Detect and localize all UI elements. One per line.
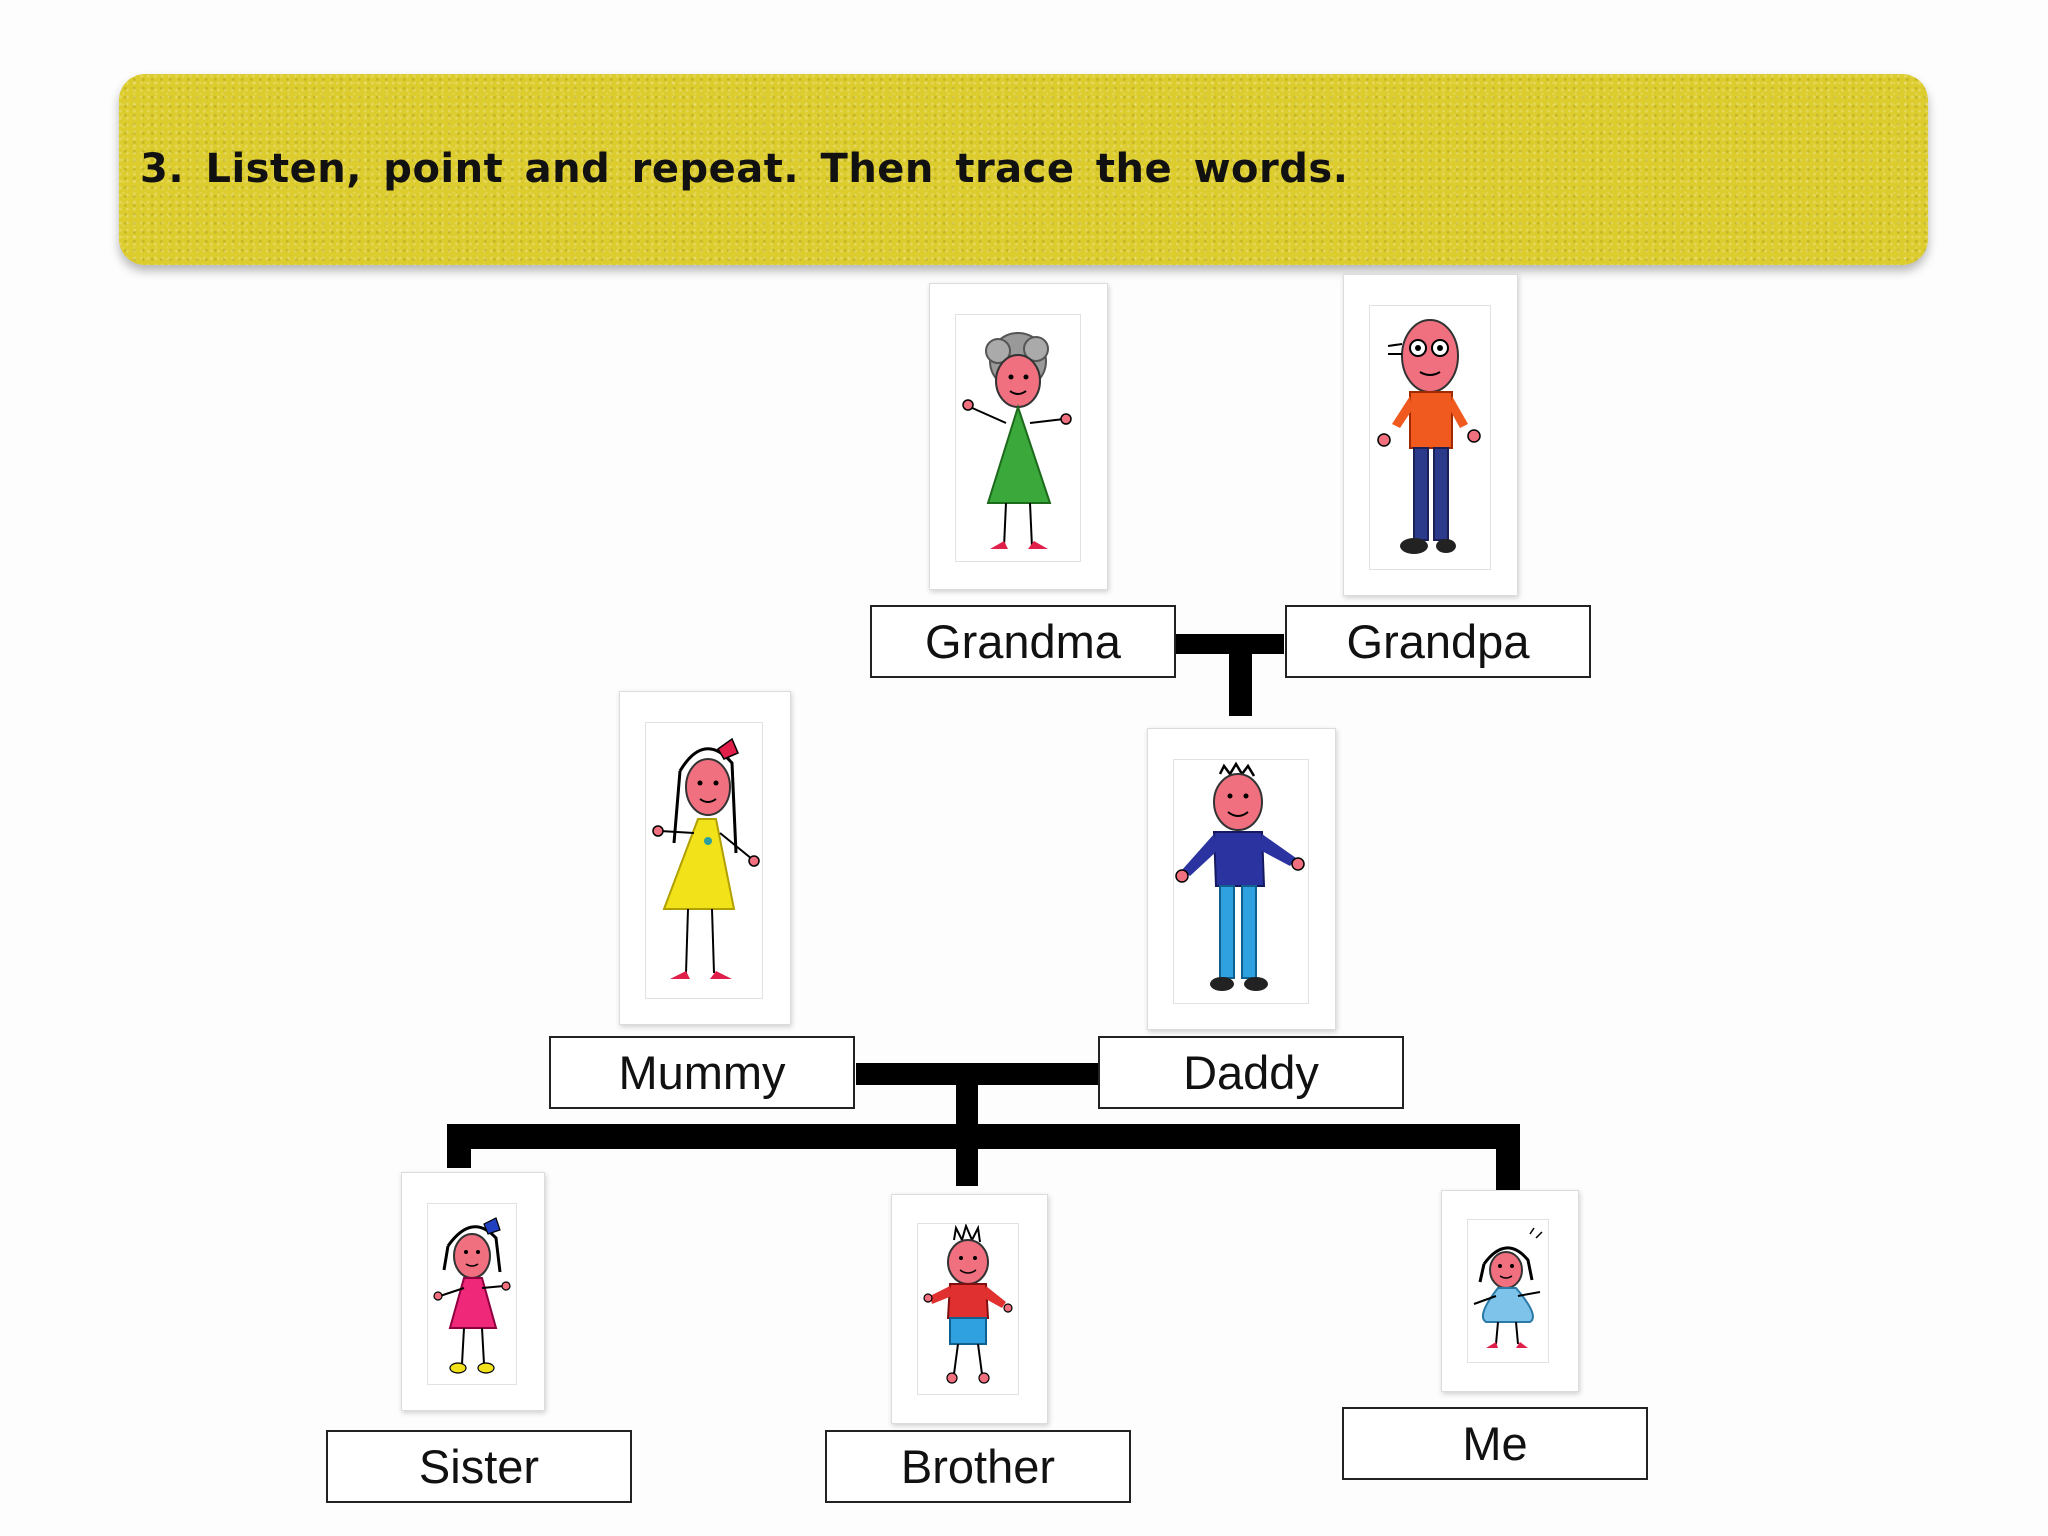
me-card[interactable] bbox=[1441, 1190, 1579, 1392]
mummy-card[interactable] bbox=[619, 691, 791, 1025]
label-mummy[interactable]: Mummy bbox=[549, 1036, 855, 1109]
me-drawing-icon bbox=[1473, 1227, 1543, 1348]
sister-card[interactable] bbox=[401, 1172, 545, 1411]
label-me[interactable]: Me bbox=[1342, 1407, 1648, 1480]
label-daddy[interactable]: Daddy bbox=[1098, 1036, 1404, 1109]
sister-drop-line bbox=[447, 1124, 471, 1168]
parents-connector bbox=[856, 1063, 1100, 1085]
grandparents-to-daddy-line bbox=[1229, 644, 1252, 716]
label-sister[interactable]: Sister bbox=[326, 1430, 632, 1503]
daddy-drawing-icon bbox=[1175, 761, 1305, 991]
me-drop-line bbox=[1496, 1124, 1520, 1192]
grandma-drawing-icon bbox=[962, 332, 1072, 549]
brother-card[interactable] bbox=[891, 1194, 1048, 1424]
label-brother[interactable]: Brother bbox=[825, 1430, 1131, 1503]
label-grandpa[interactable]: Grandpa bbox=[1285, 605, 1591, 678]
banner-texture bbox=[119, 74, 1928, 265]
brother-drawing-icon bbox=[923, 1224, 1013, 1384]
sister-drawing-icon bbox=[433, 1217, 511, 1374]
grandpa-card[interactable] bbox=[1343, 274, 1518, 596]
instruction-banner bbox=[119, 74, 1928, 265]
grandpa-drawing-icon bbox=[1377, 319, 1481, 554]
mummy-drawing-icon bbox=[652, 737, 760, 979]
daddy-card[interactable] bbox=[1147, 728, 1336, 1030]
instruction-text: 3. Listen, point and repeat. Then trace … bbox=[140, 146, 1349, 192]
label-grandma[interactable]: Grandma bbox=[870, 605, 1176, 678]
grandma-card[interactable] bbox=[929, 283, 1108, 590]
children-connector bbox=[447, 1124, 1520, 1149]
